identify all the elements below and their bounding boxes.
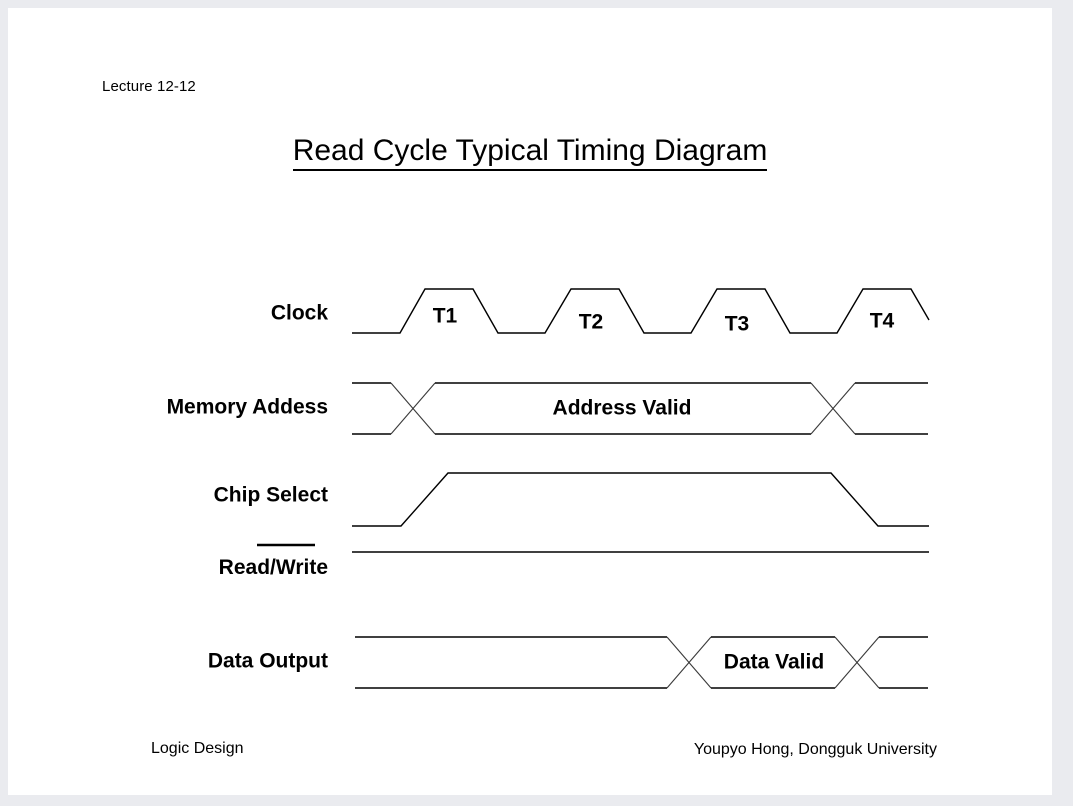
- waveform-data-output: Data Valid: [355, 636, 928, 689]
- timing-diagram: Clock Memory Addess Chip Select Read/Wri…: [8, 8, 1052, 795]
- data-cross-right-up: [834, 636, 880, 689]
- waveform-clock: T1 T2 T3 T4: [352, 288, 930, 336]
- address-valid-label: Address Valid: [553, 397, 692, 420]
- data-valid-label: Data Valid: [724, 651, 824, 674]
- footer-left: Logic Design: [151, 740, 244, 757]
- address-cross-right-up: [810, 382, 856, 435]
- read-write-text: Read/Write: [219, 556, 328, 579]
- page-title-text: Read Cycle Typical Timing Diagram: [292, 134, 768, 171]
- lecture-tag: Lecture 12-12: [102, 78, 196, 95]
- clock-polyline: [352, 288, 930, 334]
- write-word: Write: [276, 556, 328, 579]
- slash-separator: /: [270, 556, 276, 579]
- signal-label-chip-select: Chip Select: [214, 484, 328, 507]
- page-title: Read Cycle Typical Timing Diagram: [8, 134, 1052, 171]
- footer-right: Youpyo Hong, Dongguk University: [693, 741, 937, 758]
- signal-label-memory-address: Memory Addess: [167, 396, 328, 419]
- address-cross-left-up: [390, 382, 436, 435]
- signal-label-clock: Clock: [271, 302, 329, 325]
- signal-label-read-write: Read/Write: [219, 543, 328, 579]
- clock-tick-t2: T2: [579, 311, 604, 334]
- clock-tick-t4: T4: [870, 310, 895, 333]
- slide-canvas: Lecture 12-12 Read Cycle Typical Timing …: [8, 8, 1052, 795]
- timing-diagram-svg: Clock Memory Addess Chip Select Read/Wri…: [167, 288, 930, 689]
- chip-select-polyline: [352, 472, 929, 527]
- waveform-chip-select: [352, 472, 929, 527]
- waveform-memory-address: Address Valid: [352, 382, 928, 435]
- clock-tick-t3: T3: [725, 313, 750, 336]
- clock-tick-t1: T1: [433, 305, 458, 328]
- signal-label-data-output: Data Output: [208, 650, 328, 673]
- read-word: Read: [219, 556, 270, 579]
- data-cross-left-up: [666, 636, 712, 689]
